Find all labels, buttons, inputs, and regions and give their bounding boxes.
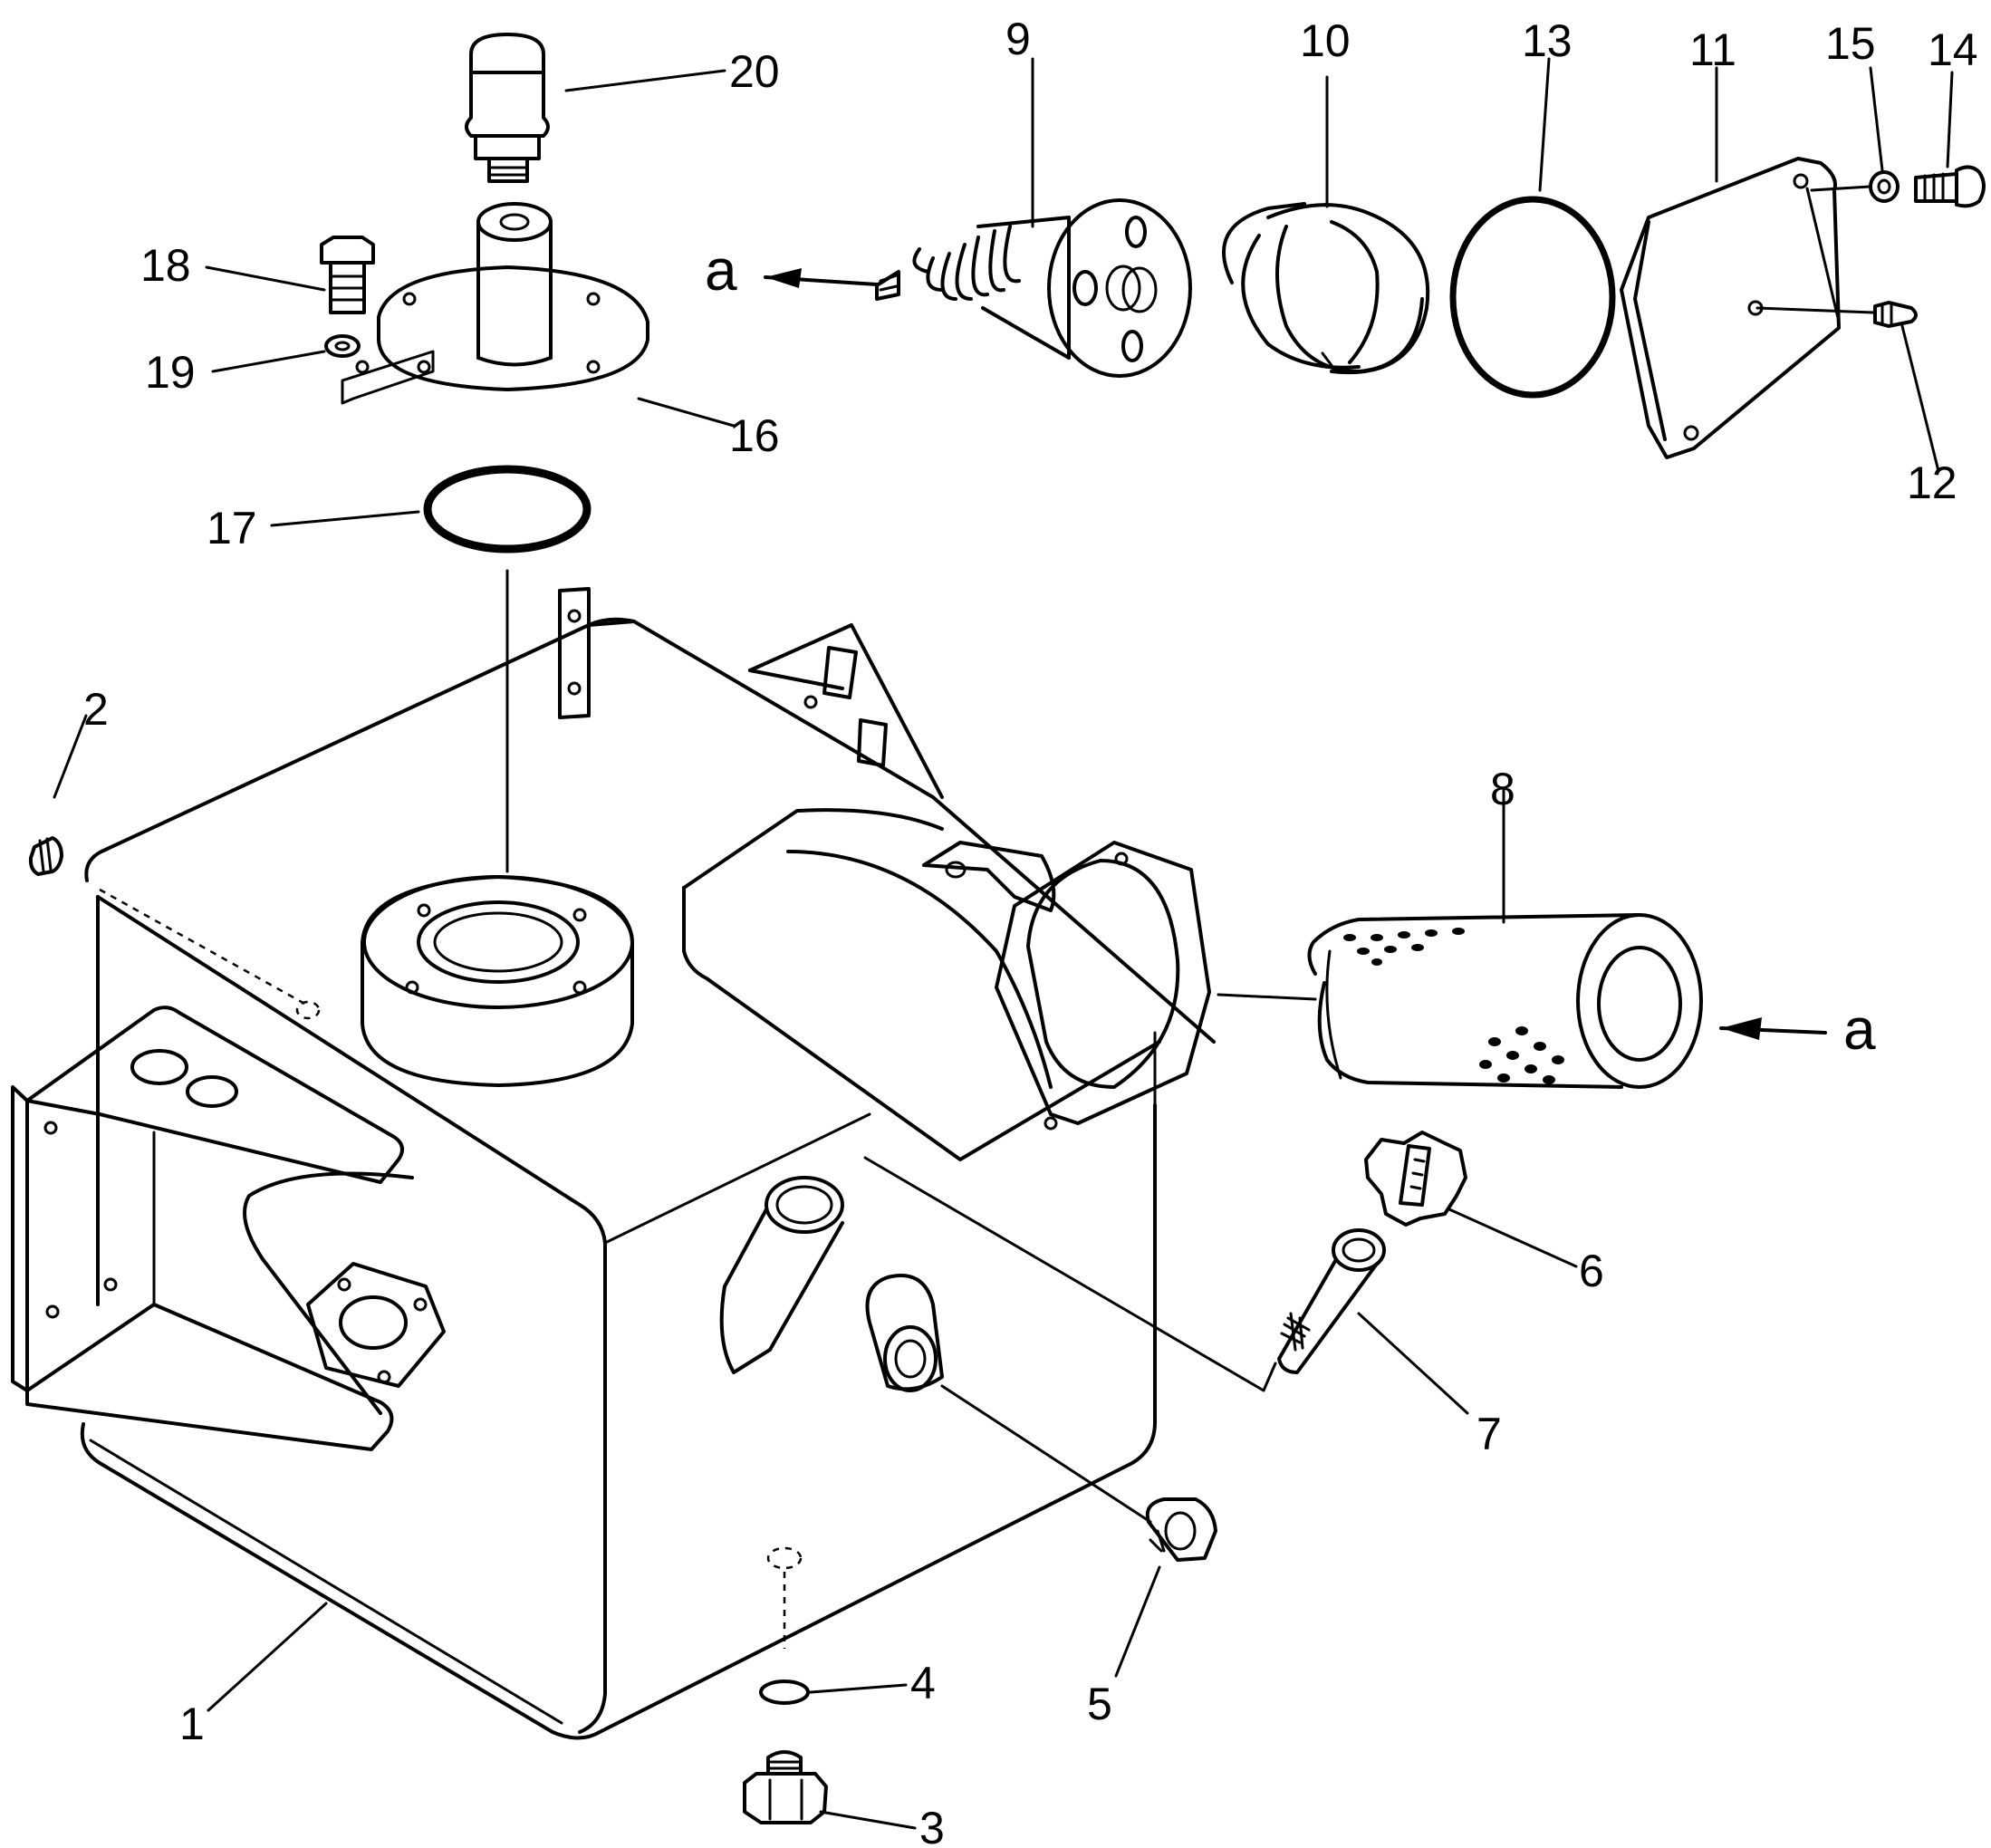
- part-3-plug: [743, 1750, 828, 1824]
- label-part-9: 9: [1005, 14, 1031, 64]
- label-part-8: 8: [1490, 764, 1515, 814]
- flow-label-right: a: [1843, 996, 1876, 1062]
- part-10-spring: [1222, 202, 1430, 375]
- part-15-washer: [1869, 170, 1900, 203]
- flow-arrow-left: [764, 268, 879, 288]
- flow-label-left: a: [705, 237, 737, 303]
- part-12-pin: [1873, 301, 1918, 328]
- part-7-strainer: [1277, 1228, 1386, 1374]
- part-19-washer: [324, 334, 361, 358]
- part-16-flange: [341, 202, 649, 405]
- label-part-12: 12: [1907, 457, 1957, 508]
- part-8-strainer: [1217, 913, 1703, 1089]
- top-port-flange: [361, 875, 634, 1087]
- suction-housing: [682, 808, 1211, 1161]
- part-17-oring: [423, 465, 592, 873]
- part-labels: 1 2 3 4 5 6 7 8 9 10 11 12 13 14 15 16 1…: [83, 14, 1978, 1848]
- leader-lines: [53, 57, 1954, 1830]
- lifting-lug: [558, 587, 636, 719]
- part-14-bolt: [1914, 165, 1986, 208]
- label-part-2: 2: [83, 684, 109, 735]
- label-part-6: 6: [1579, 1246, 1604, 1296]
- label-part-15: 15: [1825, 18, 1876, 69]
- label-part-19: 19: [145, 347, 196, 398]
- part-6-cap: [1364, 1131, 1467, 1227]
- label-part-4: 4: [910, 1658, 936, 1708]
- part-9-element: [875, 198, 1192, 378]
- label-part-1: 1: [179, 1699, 205, 1749]
- label-part-20: 20: [729, 46, 780, 97]
- label-part-5: 5: [1087, 1679, 1112, 1729]
- label-part-3: 3: [919, 1803, 945, 1848]
- label-part-14: 14: [1928, 24, 1978, 75]
- side-ports: [719, 1176, 944, 1392]
- part-13-oring: [1449, 196, 1616, 399]
- part-2-plug: [28, 836, 63, 876]
- label-part-13: 13: [1522, 15, 1573, 66]
- part-5-plug: [1145, 1497, 1217, 1562]
- part-11-cover: [1620, 157, 1841, 459]
- label-part-7: 7: [1476, 1409, 1502, 1459]
- label-part-10: 10: [1300, 15, 1351, 66]
- flow-arrow-right: [1719, 1017, 1827, 1040]
- label-part-18: 18: [140, 240, 191, 291]
- label-part-11: 11: [1689, 24, 1736, 75]
- label-part-16: 16: [729, 410, 780, 461]
- rear-bracket: [748, 623, 944, 799]
- part-20-sensor: [465, 33, 550, 183]
- part-18-bolt: [320, 236, 375, 314]
- part-4-seal: [759, 1680, 810, 1705]
- tank-body: [80, 617, 1216, 1740]
- label-part-17: 17: [207, 503, 257, 553]
- side-flange: [306, 1262, 446, 1388]
- mounting-bracket: [11, 1006, 414, 1451]
